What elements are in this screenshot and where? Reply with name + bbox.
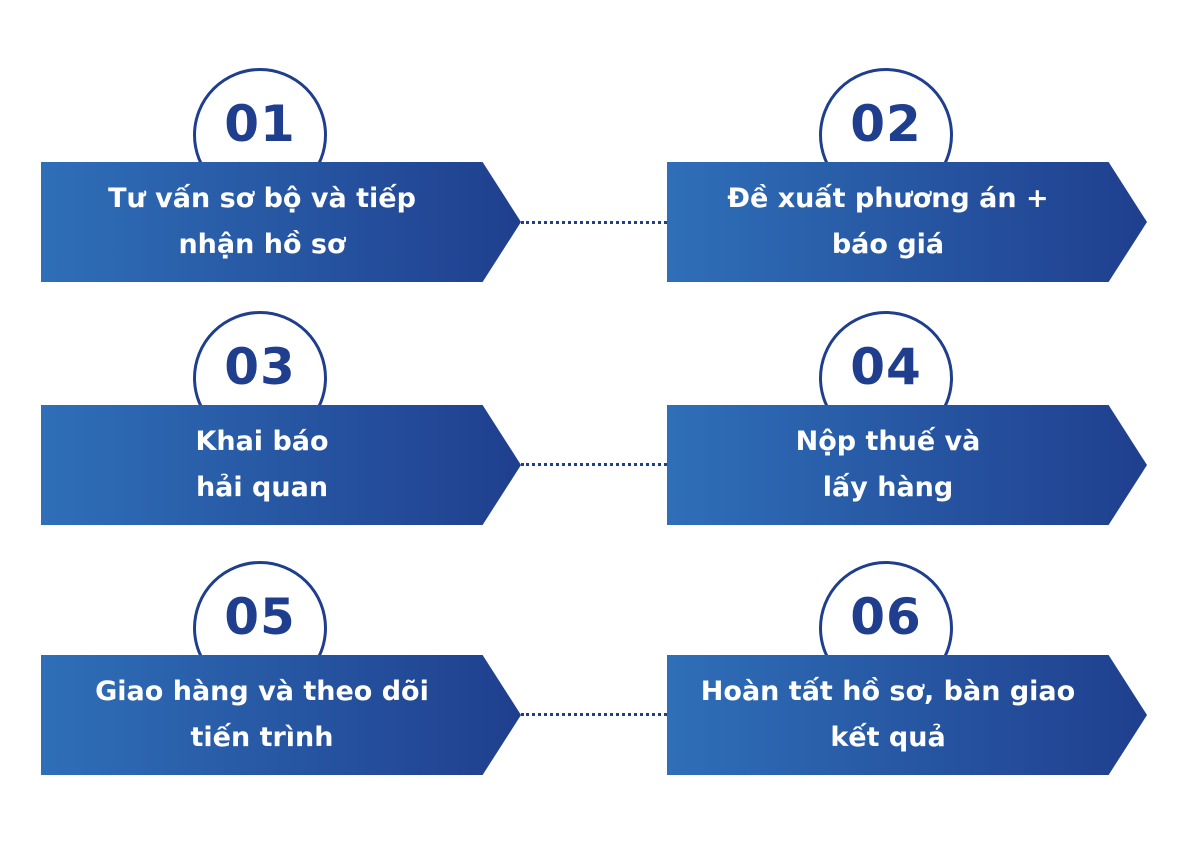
dotted-connector-1-2 [521, 221, 667, 224]
step-arrow-banner: Khai báo hải quan [41, 405, 521, 525]
step-01: 01 Tư vấn sơ bộ và tiếp nhận hồ sơ [41, 68, 521, 282]
step-label-line-1: Đề xuất phương án + [727, 183, 1049, 214]
step-arrow-banner: Hoàn tất hồ sơ, bàn giao kết quả [667, 655, 1147, 775]
step-label-line-1: Hoàn tất hồ sơ, bàn giao [700, 676, 1076, 707]
step-label-line-1: Nộp thuế và [795, 426, 981, 457]
step-label-line-2: lấy hàng [822, 472, 954, 503]
step-label-line-2: tiến trình [190, 722, 334, 753]
step-number: 02 [850, 95, 922, 153]
step-label-line-1: Giao hàng và theo dõi [95, 676, 429, 707]
step-arrow-banner: Nộp thuế và lấy hàng [667, 405, 1147, 525]
step-number: 05 [224, 588, 296, 646]
step-number: 04 [850, 338, 922, 396]
step-label: Nộp thuế và lấy hàng [667, 405, 1109, 525]
step-label-line-2: hải quan [195, 472, 329, 503]
dotted-connector-5-6 [521, 713, 667, 716]
step-label-line-2: nhận hồ sơ [178, 229, 346, 260]
step-03: 03 Khai báo hải quan [41, 311, 521, 525]
step-label-line-1: Tư vấn sơ bộ và tiếp [108, 183, 416, 214]
step-arrow-banner: Giao hàng và theo dõi tiến trình [41, 655, 521, 775]
step-06: 06 Hoàn tất hồ sơ, bàn giao kết quả [667, 561, 1147, 775]
step-label-line-1: Khai báo [195, 426, 329, 457]
step-number: 03 [224, 338, 296, 396]
dotted-connector-3-4 [521, 463, 667, 466]
step-05: 05 Giao hàng và theo dõi tiến trình [41, 561, 521, 775]
step-02: 02 Đề xuất phương án + báo giá [667, 68, 1147, 282]
step-number: 01 [224, 95, 296, 153]
step-label: Giao hàng và theo dõi tiến trình [41, 655, 483, 775]
step-number: 06 [850, 588, 922, 646]
step-label: Đề xuất phương án + báo giá [667, 162, 1109, 282]
step-arrow-banner: Đề xuất phương án + báo giá [667, 162, 1147, 282]
step-arrow-banner: Tư vấn sơ bộ và tiếp nhận hồ sơ [41, 162, 521, 282]
step-label-line-2: báo giá [831, 229, 945, 260]
step-label: Tư vấn sơ bộ và tiếp nhận hồ sơ [41, 162, 483, 282]
step-label: Hoàn tất hồ sơ, bàn giao kết quả [667, 655, 1109, 775]
step-label-line-2: kết quả [830, 722, 946, 753]
step-04: 04 Nộp thuế và lấy hàng [667, 311, 1147, 525]
step-label: Khai báo hải quan [41, 405, 483, 525]
